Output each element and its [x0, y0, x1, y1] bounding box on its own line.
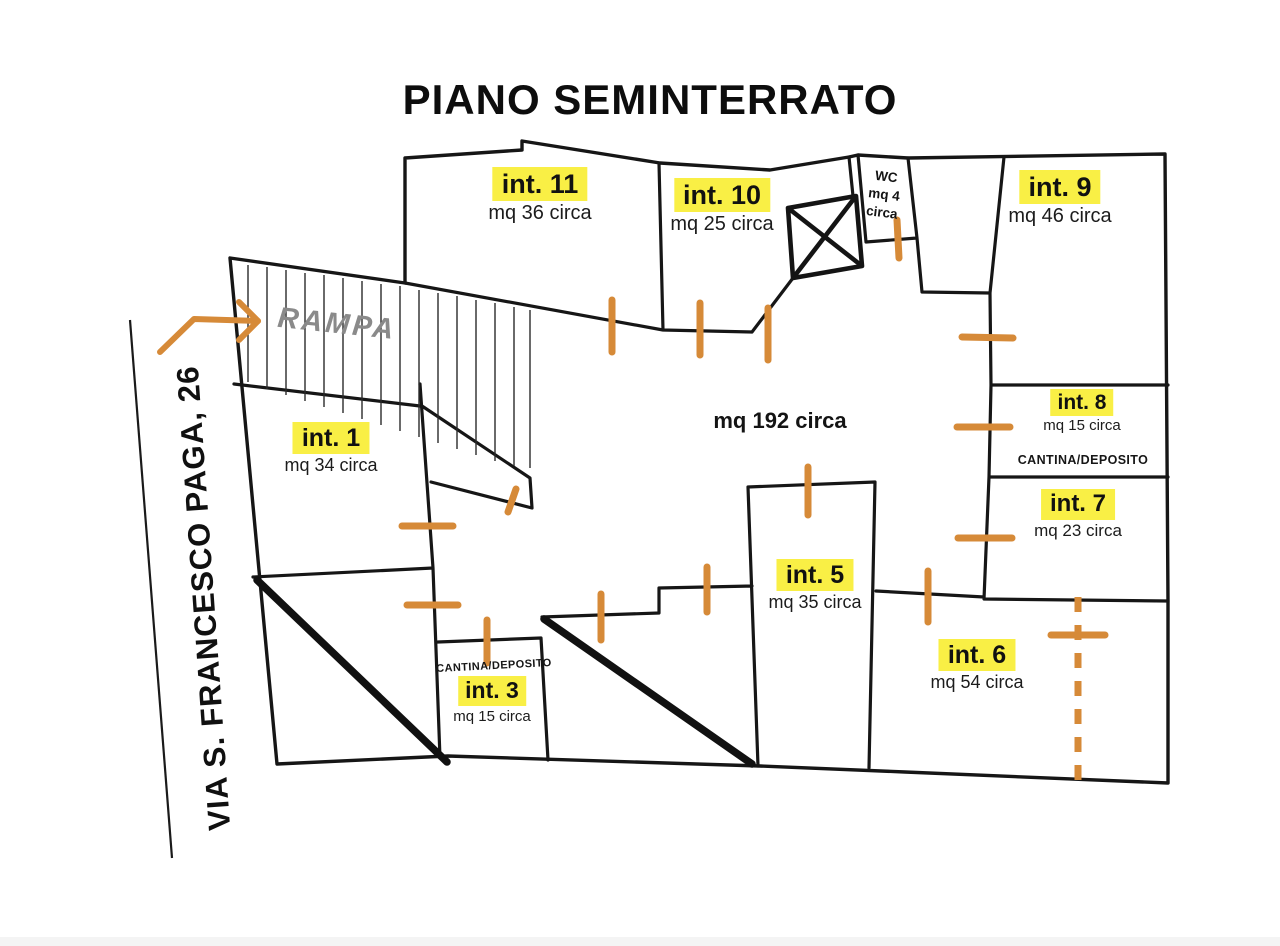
unit-area: mq 15 circa: [1043, 417, 1121, 435]
image-bottom-edge: [0, 937, 1280, 946]
unit-name-highlight: int. 11: [492, 167, 588, 202]
stair-ramp-diagonals: [253, 576, 756, 768]
unit-area: mq 15 circa: [453, 707, 531, 725]
unit-area: mq 34 circa: [284, 455, 378, 475]
plan-title: PIANO SEMINTERRATO: [402, 76, 898, 123]
elevator-shaft-icon: [785, 193, 865, 281]
unit-name-highlight: int. 10: [673, 178, 771, 213]
unit-area: mq 46 circa: [1008, 205, 1112, 228]
unit-name-highlight: int. 6: [938, 639, 1016, 671]
unit-label-int-5: int. 5 mq 35 circa: [768, 559, 862, 613]
unit-label-int-8: int. 8 mq 15 circa: [1043, 389, 1121, 434]
unit-area: mq 35 circa: [768, 592, 862, 612]
unit-label-int-10: int. 10 mq 25 circa: [670, 178, 774, 236]
unit-area: mq 23 circa: [1034, 520, 1122, 540]
unit-label-int-7: int. 7 mq 23 circa: [1034, 489, 1122, 541]
unit-name-highlight: int. 9: [1019, 170, 1101, 205]
unit-label-int-3: int. 3 mq 15 circa: [453, 676, 531, 725]
unit-name-highlight: int. 3: [458, 676, 526, 706]
unit-label-int-11: int. 11 mq 36 circa: [488, 167, 592, 225]
unit-name-highlight: int. 8: [1050, 389, 1114, 417]
unit-label-int-1: int. 1 mq 34 circa: [284, 422, 378, 476]
ramp-arrow-icon: [157, 299, 261, 355]
unit-area: mq 25 circa: [670, 213, 774, 236]
central-area-label: mq 192 circa: [713, 408, 847, 433]
door-marker: [504, 485, 520, 516]
unit-label-int-6: int. 6 mq 54 circa: [930, 639, 1024, 693]
unit-name-highlight: int. 7: [1040, 489, 1115, 520]
wc-area-2: circa: [865, 203, 899, 223]
unit-label-int-9: int. 9 mq 46 circa: [1008, 170, 1112, 228]
outer-walls: [228, 139, 1170, 785]
unit-name-highlight: int. 5: [776, 559, 854, 591]
unit-note-int-8: CANTINA/DEPOSITO: [1017, 453, 1149, 467]
dashed-boundary: [1047, 597, 1109, 783]
door-marker: [958, 333, 1017, 342]
unit-area: mq 54 circa: [930, 672, 1024, 692]
street-curb-line: [128, 319, 174, 859]
unit-name-highlight: int. 1: [292, 422, 370, 454]
door-markers: [398, 216, 1017, 667]
unit-label-wc: WC mq 4 circa: [865, 166, 903, 224]
unit-area: mq 36 circa: [488, 202, 592, 225]
door-marker: [893, 216, 903, 262]
